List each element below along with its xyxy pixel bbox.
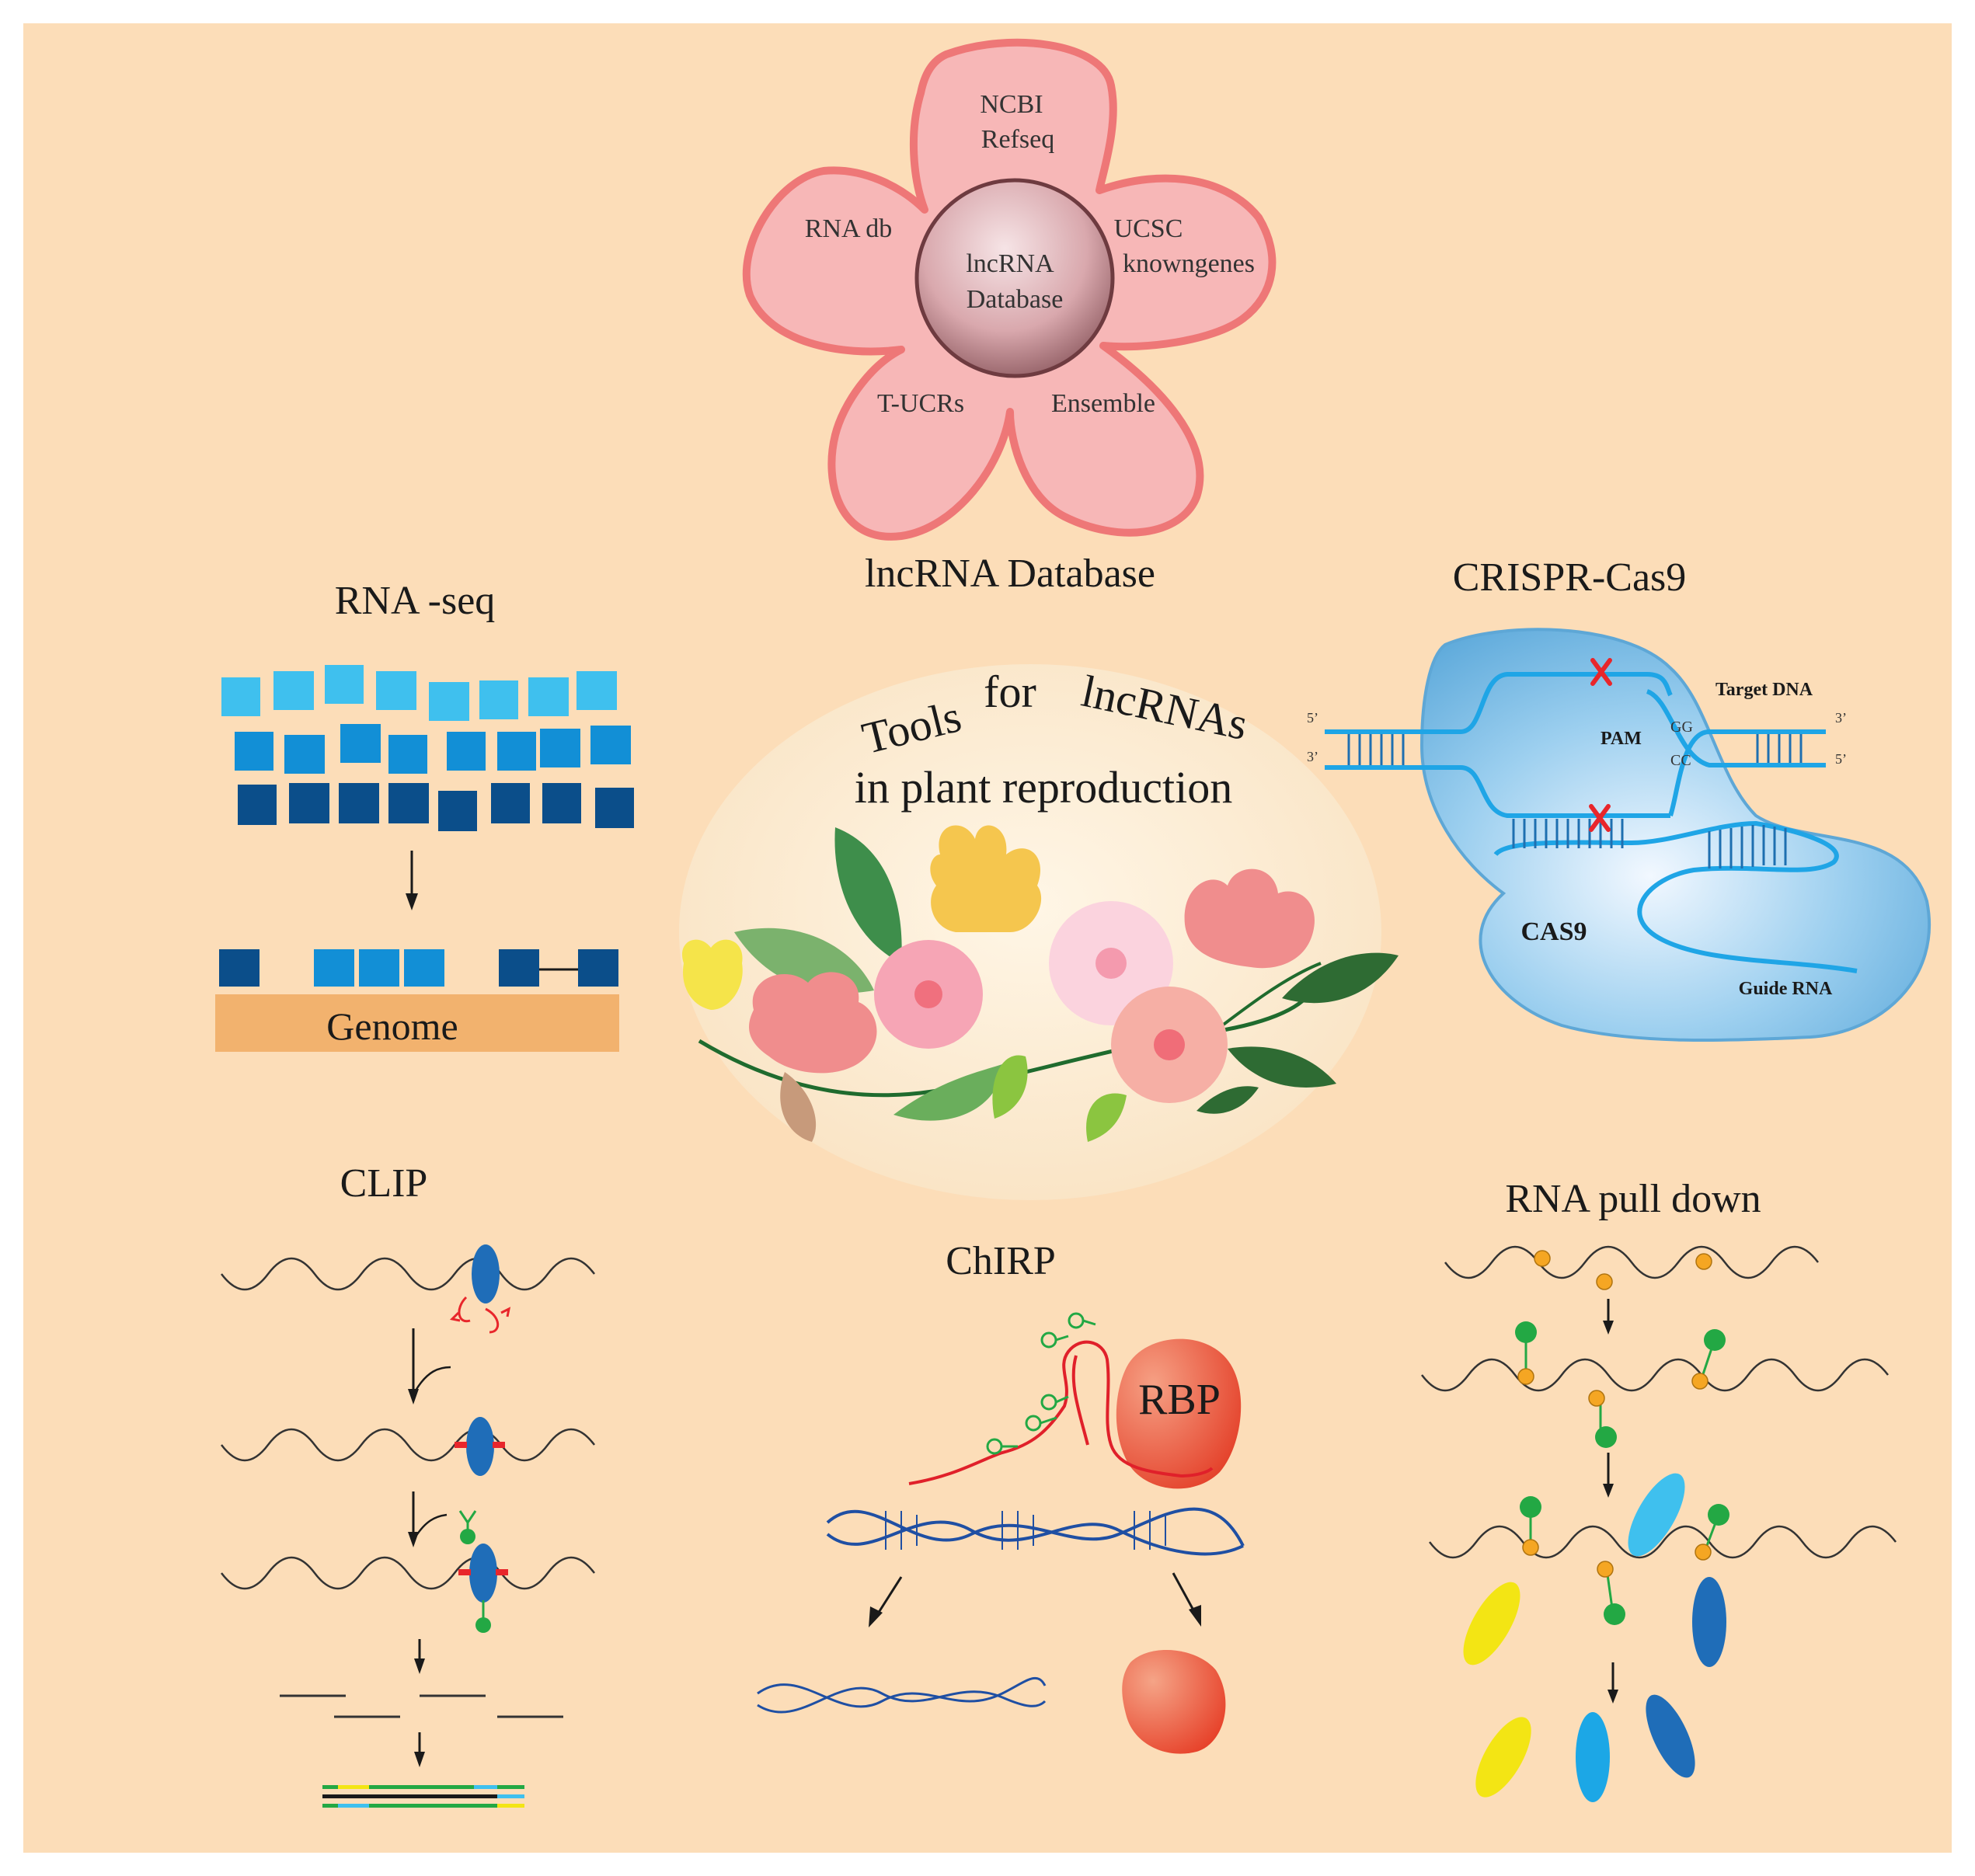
bound-protein-dark-blue [1692,1577,1726,1667]
chirp-title: ChIRP [946,1239,1056,1283]
crispr-label-5prime-left: 5’ [1307,710,1318,726]
pulldown-title: RNA pull down [1505,1177,1761,1221]
dna-helix-rungs [885,1511,1166,1550]
crispr-label-guide-rna: Guide RNA [1739,979,1833,999]
rnaseq-title: RNA -seq [335,579,496,623]
crispr-label-3prime-right: 3’ [1835,710,1847,726]
crispr-label-cc: CC [1670,752,1691,769]
flower-coral-top [1184,868,1315,969]
cut-site-lower-icon [1589,804,1611,832]
flower-yellow-small [682,939,743,1010]
mapped-read-3 [359,949,399,987]
petal-label-ucsc: UCSC [1114,214,1183,243]
target-dna-strands [1325,672,1858,973]
rbp-protein [1116,1338,1242,1489]
clip-panel: CLIP [221,1161,595,1808]
crispr-label-target-dna: Target DNA [1715,680,1813,700]
sphere-label-line1: lncRNA [966,249,1054,278]
rnaseq-reads-row3 [238,783,634,831]
flower-pink-large [874,940,983,1049]
leaf-lime-2 [1086,1093,1127,1142]
antibody-icon [458,1510,477,1544]
pulldown-panel: RNA pull down [1421,1177,1897,1802]
crispr-title: CRISPR-Cas9 [1453,555,1687,600]
streptavidin-beads-3 [1520,1496,1729,1625]
biotin-beads-1 [1534,1250,1712,1290]
flower-tan-bud [780,1072,817,1142]
genome-bar [215,994,619,1052]
eluted-protein-yellow [1475,1717,1531,1798]
central-title-word-for: for [984,667,1036,717]
bound-protein-light-blue [1628,1473,1685,1557]
mapped-read-4 [404,949,444,987]
flower-coral-left [749,972,877,1074]
clip-protein-3 [469,1544,497,1603]
rnaseq-reads-row1 [221,665,617,721]
mapped-read-5 [499,949,539,987]
dna-rungs-right [1756,734,1803,763]
crispr-panel: CRISPR-Cas9 [1307,555,1931,1042]
flower-yellow [930,825,1042,932]
rnaseq-panel: RNA -seq Gen [215,579,634,1052]
pulldown-rna-strand-2 [1421,1358,1889,1392]
crispr-label-3prime-left: 3’ [1307,749,1318,764]
central-oval-group: Tools for lncRNAs in plant reproduction [679,664,1399,1200]
dna-helix-small [757,1676,1047,1714]
clip-rna-strand-1 [221,1257,595,1291]
leaf-bottom-green [893,1064,1002,1121]
petal-label-rnadb: RNA db [805,214,892,243]
rbp-protein-released [1122,1649,1226,1754]
petal-label-ncbi: NCBI [980,90,1043,119]
flower-pink-right [1111,987,1228,1103]
petal-label-refseq: Refseq [981,125,1054,154]
leaf-right-dark-2 [1228,1046,1336,1088]
rbp-label: RBP [1138,1376,1221,1424]
pulldown-rna-strand-3 [1429,1525,1897,1559]
clip-title: CLIP [340,1161,428,1206]
petal-label-ensemble: Ensemble [1051,389,1155,418]
petal-label-knowngenes: knowngenes [1123,249,1255,278]
pulldown-rna-strand-1 [1444,1245,1819,1279]
central-title-line2: in plant reproduction [855,762,1232,813]
sphere-label-line2: Database [967,285,1064,314]
database-flower: lncRNA Database NCBI Refseq RNA db UCSC … [742,38,1277,541]
uv-crosslink-icon [449,1307,511,1322]
clip-protein-1 [472,1244,500,1303]
bound-protein-yellow [1463,1582,1520,1665]
mapped-read-6 [578,949,618,987]
streptavidin-beads-2 [1515,1321,1726,1448]
crispr-label-gg: GG [1670,719,1693,736]
probe-icons [986,1312,1096,1455]
dna-rungs-left [1347,734,1405,765]
rnaseq-reads-row2 [235,724,631,774]
lncrna-strand [908,1340,1214,1485]
eluted-protein-dark-blue [1646,1694,1695,1778]
petal-label-tucrs: T-UCRs [877,389,964,418]
leaf-lime-1 [992,1055,1028,1119]
mapped-read-2 [314,949,354,987]
cdna-library [322,1785,524,1808]
crispr-label-pam: PAM [1601,729,1642,749]
leaf-dark-green [834,827,902,963]
clip-rna-strand-3 [221,1556,595,1590]
chirp-panel: ChIRP RBP [757,1239,1245,1754]
crispr-label-cas9: CAS9 [1520,917,1587,946]
rna-fragments [280,1694,563,1718]
leaf-right-dark [1282,952,1399,1004]
cut-site-upper-icon [1590,658,1612,686]
eluted-protein-light-blue [1576,1712,1610,1802]
guide-rna-rungs [1512,819,1787,868]
database-sphere [914,178,1115,378]
flower-bouquet-illustration [682,825,1399,1142]
dna-double-helix [826,1507,1245,1556]
leaf-olive [1196,1086,1259,1114]
mapped-read-1 [219,949,260,987]
genome-label: Genome [326,1004,458,1048]
crispr-label-5prime-right: 5’ [1835,751,1847,767]
clip-protein-2 [466,1417,494,1476]
clip-rna-strand-2 [221,1428,595,1462]
database-caption: lncRNA Database [865,552,1155,596]
